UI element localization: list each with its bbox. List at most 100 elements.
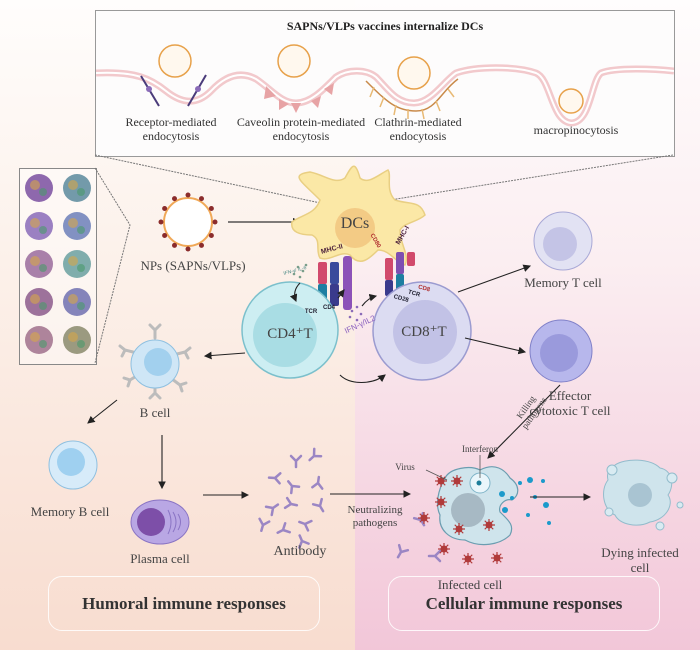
flow-arrows bbox=[87, 264, 592, 501]
effector-t-label: Effector cytotoxic T cell bbox=[510, 388, 630, 418]
virus-pointer bbox=[425, 469, 448, 481]
antibody-label: Antibody bbox=[273, 544, 327, 559]
antibody-icon bbox=[427, 549, 442, 563]
nanoparticle-gallery bbox=[19, 168, 97, 365]
antibody-icon bbox=[298, 534, 310, 549]
zoom-line bbox=[389, 154, 674, 201]
humoral-response-box: Humoral immune responses bbox=[48, 576, 320, 631]
virus-icon bbox=[435, 475, 447, 487]
cd8-label: CD8⁺T bbox=[401, 324, 447, 340]
caveolin-icon bbox=[264, 83, 334, 113]
antibody-icon bbox=[298, 519, 313, 532]
b-cell-label: B cell bbox=[139, 405, 171, 420]
pathway-caveolin: Caveolin protein-mediated endocytosis bbox=[221, 115, 381, 143]
cd4-marker-label: CD4 bbox=[322, 305, 335, 311]
nanoparticle-structure-icon bbox=[63, 326, 91, 354]
interferon-particle bbox=[526, 513, 530, 517]
virus-icon bbox=[438, 543, 450, 555]
interferon-label: Interferon bbox=[462, 444, 498, 454]
memory-t-cell bbox=[533, 211, 593, 271]
effector-t-cell bbox=[529, 319, 593, 383]
virus-icon bbox=[435, 496, 447, 508]
pathway-label: macropinocytosis bbox=[533, 123, 619, 137]
plasma-cell-label: Plasma cell bbox=[130, 551, 190, 566]
virus-icon bbox=[453, 523, 465, 535]
neutralizing-line2: pathogens bbox=[352, 517, 398, 529]
antibody-icon bbox=[267, 472, 282, 485]
interferon-particle bbox=[518, 481, 522, 485]
neutralizing-line1: Neutralizing bbox=[347, 504, 403, 516]
pathway-label: Receptor-mediated bbox=[125, 115, 217, 129]
antibody-icon bbox=[258, 517, 271, 533]
nanoparticle-structure-icon bbox=[63, 250, 91, 278]
virus-icon bbox=[491, 552, 503, 564]
virus-icon bbox=[418, 512, 430, 524]
nanoparticle-structure-icon bbox=[63, 288, 91, 316]
pathway-macropinocytosis: macropinocytosis bbox=[516, 123, 636, 137]
interferon-particles bbox=[499, 477, 551, 525]
interferon-particle bbox=[499, 491, 505, 497]
memory-b-cell bbox=[48, 440, 98, 490]
antibody-icon bbox=[396, 543, 410, 559]
antibody-icon bbox=[311, 497, 325, 513]
virus-icon bbox=[451, 475, 463, 487]
plasma-cell bbox=[130, 499, 190, 545]
interferon-particle bbox=[543, 502, 549, 508]
memory-b-label: Memory B cell bbox=[30, 504, 110, 519]
clathrin-icon bbox=[365, 78, 459, 120]
interferon-particle bbox=[547, 521, 551, 525]
infected-cell-label: Infected cell bbox=[437, 577, 503, 592]
interferon-particle bbox=[510, 496, 514, 500]
nanoparticle-structure-icon bbox=[25, 326, 53, 354]
effector-line2: cytotoxic T cell bbox=[529, 403, 611, 418]
pathway-label: endocytosis bbox=[389, 129, 447, 143]
dying-line2: cell bbox=[630, 560, 650, 575]
receptor-icon bbox=[140, 74, 207, 107]
antibody-icon bbox=[289, 454, 303, 469]
pathway-receptor: Receptor-mediated endocytosis bbox=[96, 115, 246, 143]
endocytosis-panel: SAPNs/VLPs vaccines internalize DCs bbox=[95, 10, 675, 157]
nanoparticle-icon bbox=[158, 192, 218, 252]
antibody-icon bbox=[286, 480, 301, 495]
nanoparticle-structure-icon bbox=[25, 288, 53, 316]
pathway-clathrin: Clathrin-mediated endocytosis bbox=[358, 115, 478, 143]
nanoparticle-structure-icon bbox=[63, 174, 91, 202]
cd8-t-cell bbox=[372, 281, 472, 381]
cytokine-dots bbox=[348, 305, 363, 322]
pathway-label: Clathrin-mediated bbox=[374, 115, 462, 129]
infected-cell bbox=[436, 466, 519, 546]
nanoparticle-structure-icon bbox=[63, 212, 91, 240]
zoom-line bbox=[94, 154, 331, 206]
membrane-diagram bbox=[96, 44, 674, 127]
endocytosis-panel-title: SAPNs/VLPs vaccines internalize DCs bbox=[286, 19, 484, 33]
dying-cell-label: Dying infected cell bbox=[590, 545, 690, 575]
nanoparticle-structure-icon bbox=[25, 174, 53, 202]
antibody-icon bbox=[264, 503, 280, 517]
dc-label: DCs bbox=[340, 215, 370, 232]
nanoparticle-structure-icon bbox=[25, 212, 53, 240]
interferon-particle bbox=[502, 507, 508, 513]
pathway-label: Caveolin protein-mediated bbox=[236, 115, 366, 129]
interferon-particle bbox=[527, 477, 533, 483]
dying-line1: Dying infected bbox=[601, 545, 679, 560]
dendritic-cell bbox=[291, 165, 426, 266]
nanoparticle-structure-icon bbox=[25, 250, 53, 278]
antibody-icon bbox=[311, 475, 324, 490]
bottom-border bbox=[0, 650, 700, 654]
virus-label: Virus bbox=[395, 462, 415, 472]
np-label: NPs (SAPNs/VLPs) bbox=[140, 258, 246, 273]
cd4-t-cell bbox=[241, 281, 339, 379]
zoom-line bbox=[94, 167, 131, 364]
virus-group bbox=[418, 475, 503, 565]
pathway-label: endocytosis bbox=[272, 129, 330, 143]
tcr-label: TCR bbox=[304, 309, 318, 315]
nanoparticle-icons bbox=[158, 44, 584, 114]
neutralizing-label: Neutralizing pathogens bbox=[330, 504, 420, 530]
virus-icon bbox=[462, 553, 474, 565]
cd4-label: CD4⁺T bbox=[267, 326, 313, 342]
cellular-response-box: Cellular immune responses bbox=[388, 576, 660, 631]
antibody-icon bbox=[283, 496, 299, 510]
pathway-label: endocytosis bbox=[142, 129, 200, 143]
antibody-icon bbox=[308, 447, 323, 462]
